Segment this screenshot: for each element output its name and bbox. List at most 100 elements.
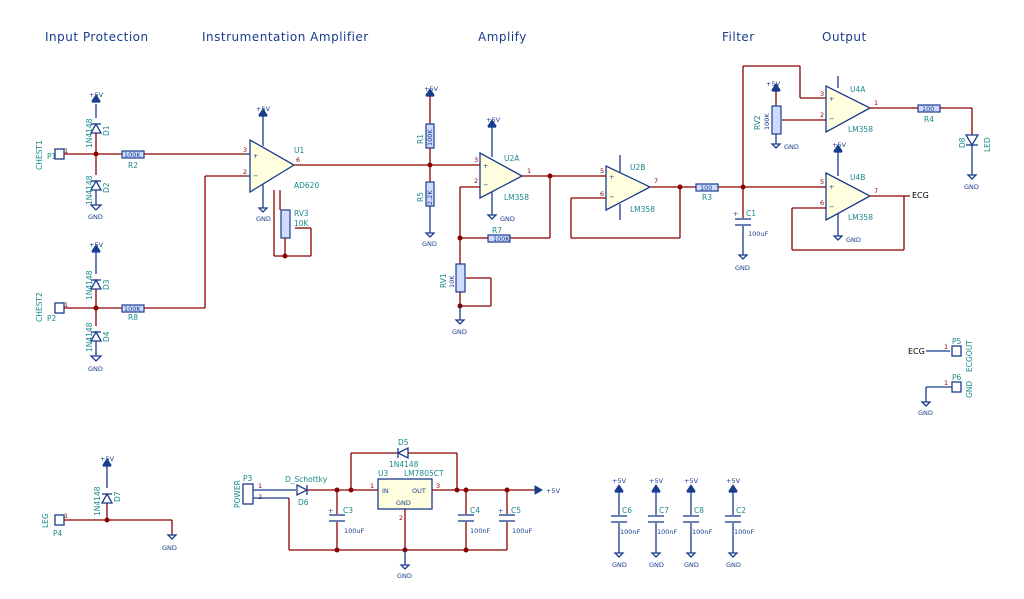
section-title-output: Output — [822, 30, 867, 44]
svg-text:100uF: 100uF — [344, 527, 365, 535]
svg-text:2.2K: 2.2K — [426, 190, 434, 205]
svg-text:1N4148: 1N4148 — [389, 460, 419, 469]
c6-cap: +5V C6 100nF GND — [611, 477, 641, 569]
svg-text:−: − — [829, 115, 834, 123]
svg-text:7: 7 — [654, 177, 658, 185]
svg-text:GND: GND — [684, 561, 699, 569]
svg-text:OUT: OUT — [412, 487, 426, 495]
u1-ad620 — [249, 138, 296, 194]
svg-text:R3: R3 — [702, 193, 712, 202]
svg-text:POWER: POWER — [233, 480, 242, 508]
svg-text:RV2: RV2 — [753, 115, 762, 130]
svg-text:100K: 100K — [124, 151, 141, 159]
svg-text:6: 6 — [600, 190, 604, 198]
svg-text:5: 5 — [820, 178, 824, 186]
svg-text:GND: GND — [649, 561, 664, 569]
svg-text:+5V: +5V — [649, 477, 664, 485]
svg-text:D7: D7 — [113, 491, 122, 502]
svg-text:GND: GND — [397, 572, 412, 580]
svg-text:D6: D6 — [298, 498, 309, 507]
svg-text:P5: P5 — [952, 337, 962, 346]
svg-text:2: 2 — [243, 168, 247, 176]
svg-text:−: − — [609, 193, 614, 201]
svg-text:+5V: +5V — [832, 141, 847, 149]
svg-text:2: 2 — [820, 111, 824, 119]
svg-text:1: 1 — [64, 301, 68, 309]
svg-text:6: 6 — [296, 156, 300, 164]
svg-text:P2: P2 — [47, 314, 57, 323]
c7-cap: +5V C7 100nF GND — [648, 477, 678, 569]
svg-text:1N4148: 1N4148 — [85, 118, 94, 148]
svg-text:1: 1 — [944, 343, 948, 351]
svg-text:GND: GND — [965, 381, 974, 398]
svg-text:−: − — [253, 172, 258, 180]
svg-text:1: 1 — [64, 147, 68, 155]
svg-text:D_Schottky: D_Schottky — [285, 475, 328, 484]
svg-text:P3: P3 — [243, 474, 253, 483]
svg-text:LM358: LM358 — [630, 205, 655, 214]
u4b-lm358 — [825, 171, 872, 222]
svg-text:GND: GND — [88, 213, 103, 221]
svg-text:ECG: ECG — [912, 191, 929, 200]
svg-text:1N4148: 1N4148 — [85, 322, 94, 352]
svg-text:100K: 100K — [493, 235, 510, 243]
svg-text:D2: D2 — [102, 182, 111, 193]
svg-text:1: 1 — [64, 512, 68, 520]
svg-text:1N4148: 1N4148 — [93, 486, 102, 516]
svg-text:+: + — [609, 173, 614, 181]
svg-text:+5V: +5V — [684, 477, 699, 485]
svg-text:GND: GND — [256, 215, 271, 223]
svg-text:1: 1 — [258, 482, 262, 490]
svg-text:+: + — [829, 183, 834, 191]
svg-text:3: 3 — [474, 156, 478, 164]
svg-text:U4B: U4B — [850, 173, 865, 182]
svg-text:GND: GND — [918, 409, 933, 417]
svg-text:GND: GND — [452, 328, 467, 336]
svg-text:+5V: +5V — [612, 477, 627, 485]
svg-text:GND: GND — [422, 240, 437, 248]
svg-text:D4: D4 — [102, 331, 111, 342]
svg-text:GND: GND — [735, 264, 750, 272]
section-title-input-protection: Input Protection — [45, 30, 149, 44]
svg-text:+: + — [829, 95, 834, 103]
svg-text:6: 6 — [820, 199, 824, 207]
svg-text:100: 100 — [700, 184, 712, 192]
svg-text:+: + — [328, 507, 333, 515]
section-title-amplify: Amplify — [478, 30, 527, 44]
svg-text:3: 3 — [243, 146, 247, 154]
svg-text:5: 5 — [600, 167, 604, 175]
svg-text:+5V: +5V — [424, 85, 439, 93]
svg-text:GND: GND — [726, 561, 741, 569]
svg-text:LM358: LM358 — [504, 193, 529, 202]
svg-text:+5V: +5V — [546, 487, 561, 495]
svg-text:P6: P6 — [952, 373, 962, 382]
svg-text:1: 1 — [370, 482, 374, 490]
svg-text:LM358: LM358 — [848, 125, 873, 134]
u4a-lm358 — [825, 84, 872, 134]
svg-text:P4: P4 — [53, 529, 63, 538]
svg-text:10K: 10K — [294, 219, 310, 228]
svg-text:GND: GND — [964, 183, 979, 191]
svg-text:+: + — [498, 507, 503, 515]
svg-text:U4A: U4A — [850, 85, 866, 94]
power-supply-block: P3 POWER 1 2 D_Schottky D6 D5 1N4148 + C… — [233, 438, 561, 580]
svg-text:−: − — [829, 203, 834, 211]
svg-text:LEG: LEG — [41, 513, 50, 528]
svg-text:100K: 100K — [426, 129, 434, 146]
svg-text:R1: R1 — [416, 134, 425, 144]
section-title-inst-amp: Instrumentation Amplifier — [202, 30, 369, 44]
input-protection-block: 1 P1 CHEST1 100K R2 +5V 1N4148 D1 1N4148… — [35, 91, 246, 373]
svg-text:R8: R8 — [128, 313, 138, 322]
svg-text:1: 1 — [874, 99, 878, 107]
decoupling-caps-block: +5V C6 100nF GND +5V C7 100nF GND — [611, 477, 755, 569]
svg-text:GND: GND — [500, 215, 515, 223]
p1-label: P1 — [47, 152, 57, 161]
svg-text:1: 1 — [527, 167, 531, 175]
svg-text:100uF: 100uF — [512, 527, 533, 535]
svg-text:LM7805CT: LM7805CT — [404, 469, 444, 478]
svg-text:1: 1 — [944, 379, 948, 387]
output-block: +5V RV2 100K GND + − 3 2 1 U4A LM358 100… — [753, 76, 992, 417]
svg-text:C5: C5 — [511, 506, 521, 515]
svg-text:GND: GND — [396, 499, 411, 507]
svg-text:AD620: AD620 — [294, 181, 319, 190]
